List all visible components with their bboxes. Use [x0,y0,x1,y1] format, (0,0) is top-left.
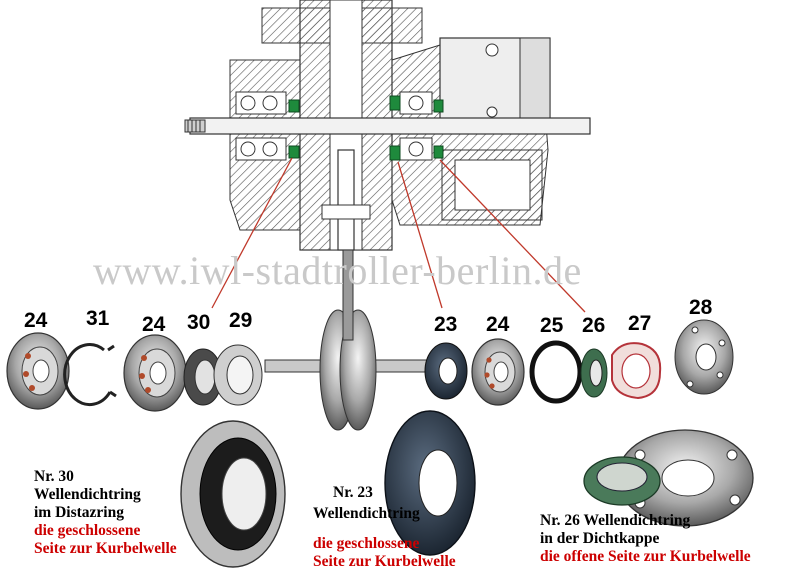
seal-30-enlarged [180,420,286,568]
bearing-24-middle [123,334,187,412]
caption-line: Wellendichtring [34,486,141,503]
part-number-26: 26 [582,314,606,337]
caption-note: die geschlossene [34,522,141,539]
part-number-25: 25 [540,314,564,337]
part-number-24: 24 [142,313,166,336]
part-number-30: 30 [187,311,211,334]
part-number-29: 29 [229,309,253,332]
seal-23 [424,342,468,400]
part-number-24: 24 [24,309,48,332]
watermark: www.iwl-stadtroller-berlin.de [93,248,582,293]
caption-note: die offene Seite zur Kurbelwelle [540,548,751,565]
caption-note: Seite zur Kurbelwelle [313,553,456,570]
caption-note: die geschlossene [313,535,420,552]
caption-line: Nr. 23 [333,484,373,501]
caption-line: im Distazring [34,504,124,521]
bearing-24-left [6,332,70,410]
part-number-27: 27 [628,312,652,335]
caption-line: Nr. 30 [34,468,74,485]
caption-line: Wellendichtring [313,505,420,522]
seal-26 [580,348,608,398]
ring-29 [213,344,263,406]
circlip-31 [63,343,117,407]
caption-nr23-notes: die geschlossene Seite zur Kurbelwelle [313,535,456,571]
caption-line: Nr. 26 Wellendichtring [540,512,691,529]
part-number-24: 24 [486,313,510,336]
bearing-24-right [471,338,525,406]
seal-30 [183,348,223,406]
caption-nr23-title: Nr. 23 [333,484,373,502]
caption-nr23: Wellendichtring [313,505,420,523]
part-number-31: 31 [86,307,110,330]
gasket-27 [611,342,662,400]
seal-23-enlarged [384,410,476,556]
caption-note: Seite zur Kurbelwelle [34,540,177,557]
part-number-28: 28 [689,296,713,319]
crankshaft [264,249,431,431]
caption-nr26: Nr. 26 Wellendichtring in der Dichtkappe… [540,512,751,566]
ring-25 [529,340,583,404]
caption-line: in der Dichtkappe [540,530,660,547]
flange-28 [674,319,734,395]
engine-cross-section [184,0,591,313]
caption-nr30: Nr. 30 Wellendichtring im Distazring die… [34,468,177,558]
part-number-23: 23 [434,313,458,336]
flange-26-enlarged [583,429,754,527]
